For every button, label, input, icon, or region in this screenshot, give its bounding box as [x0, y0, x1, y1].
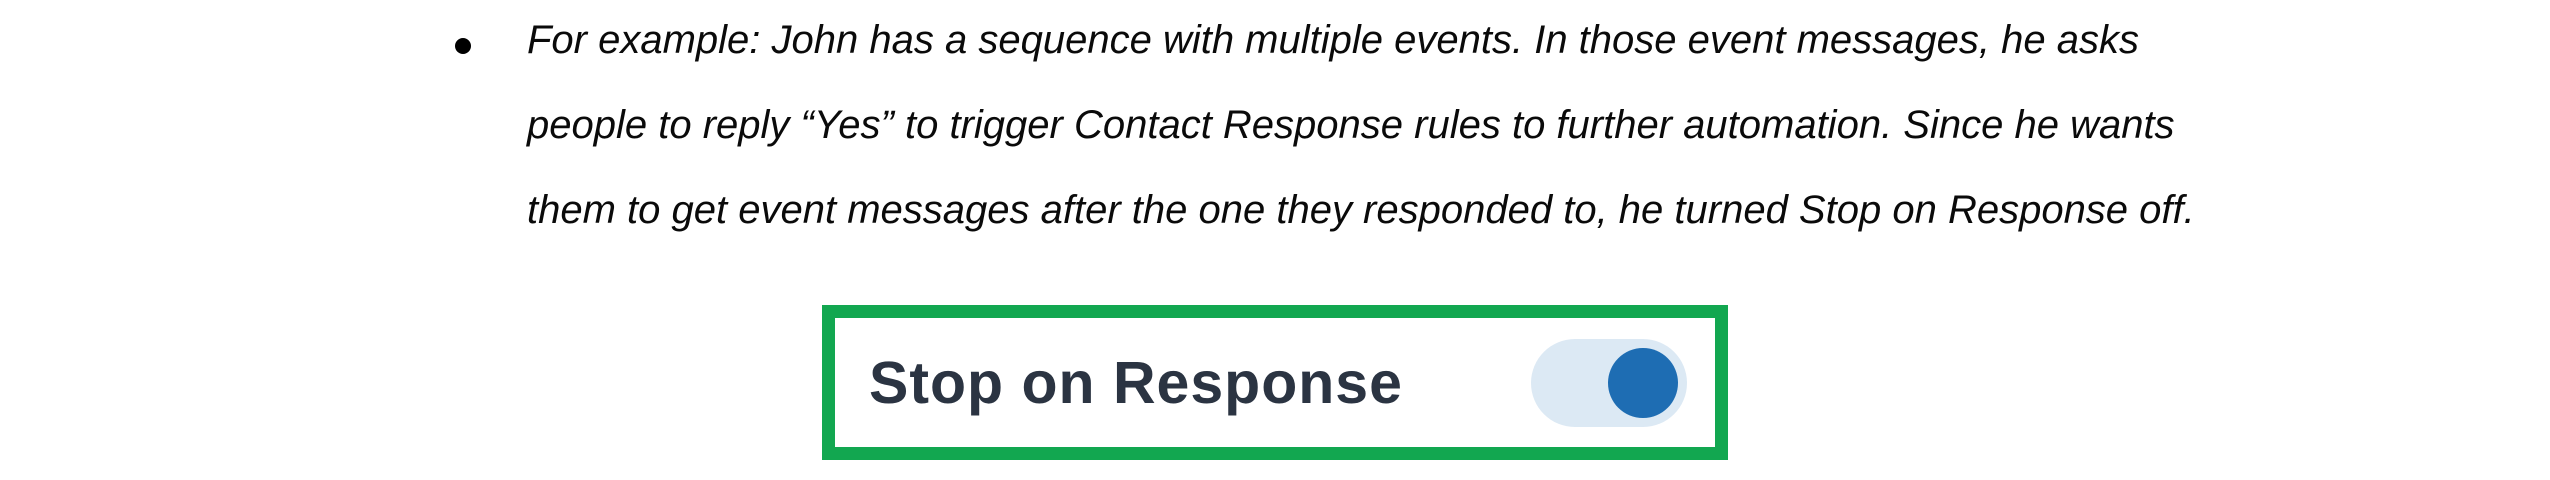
bullet-icon: [455, 38, 471, 54]
paragraph-line-3: them to get event messages after the one…: [527, 188, 2195, 232]
stop-on-response-toggle[interactable]: [1531, 338, 1687, 427]
paragraph-line-2: people to reply “Yes” to trigger Contact…: [527, 103, 2175, 147]
stop-on-response-label: Stop on Response: [869, 349, 1403, 416]
toggle-knob-icon: [1608, 347, 1678, 418]
paragraph-line-1: For example: John has a sequence with mu…: [527, 18, 2139, 62]
screenshot-highlight-frame: Stop on Response: [822, 305, 1728, 460]
bullet-paragraph: For example: John has a sequence with mu…: [527, 0, 2195, 253]
